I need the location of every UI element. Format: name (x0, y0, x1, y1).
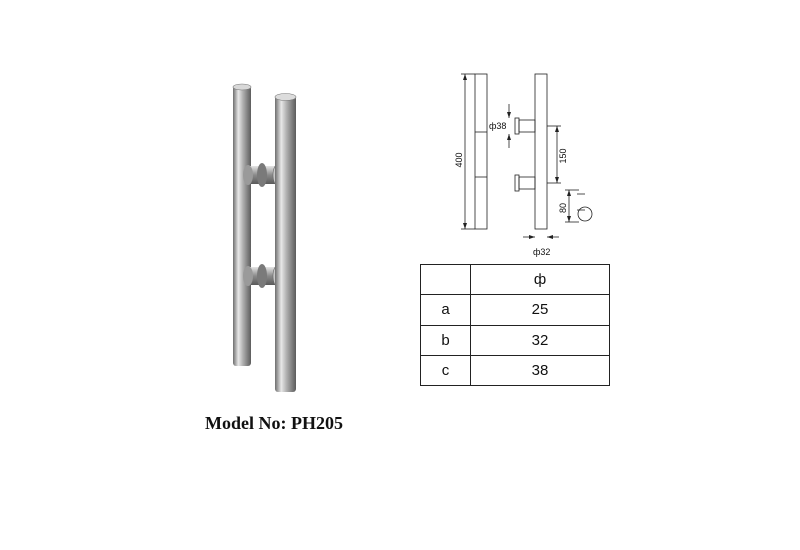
model-number: Model No: PH205 (205, 413, 343, 433)
spec-table: ф a 25 b 32 c 38 (420, 263, 610, 387)
product-photo (232, 83, 297, 392)
bar-outline-front (534, 73, 548, 230)
dimension-drawing: 400 150 80 ф38 ф32 (454, 73, 593, 257)
row-value: 25 (470, 294, 610, 326)
table-row: b 32 (420, 324, 610, 356)
dimension-length: 400 (454, 152, 464, 167)
row-label: c (420, 354, 471, 387)
row-label: b (420, 324, 471, 356)
table-row: c 38 (420, 354, 610, 387)
row-label: a (420, 294, 471, 326)
bar-outline-side (474, 73, 488, 230)
table-row: a 25 (420, 294, 610, 326)
dimension-standoff: 80 (558, 203, 568, 213)
back-bar (232, 83, 252, 366)
front-bar (274, 93, 297, 392)
row-value: 32 (470, 324, 610, 356)
dimension-post-diameter: ф38 (489, 121, 506, 131)
dimension-bar-diameter: ф32 (533, 247, 550, 257)
dimension-spacing: 150 (558, 148, 568, 163)
table-header-diameter: ф (470, 263, 610, 296)
table-header-blank (420, 263, 471, 296)
row-value: 38 (470, 354, 610, 387)
table-header-row: ф (420, 263, 610, 296)
